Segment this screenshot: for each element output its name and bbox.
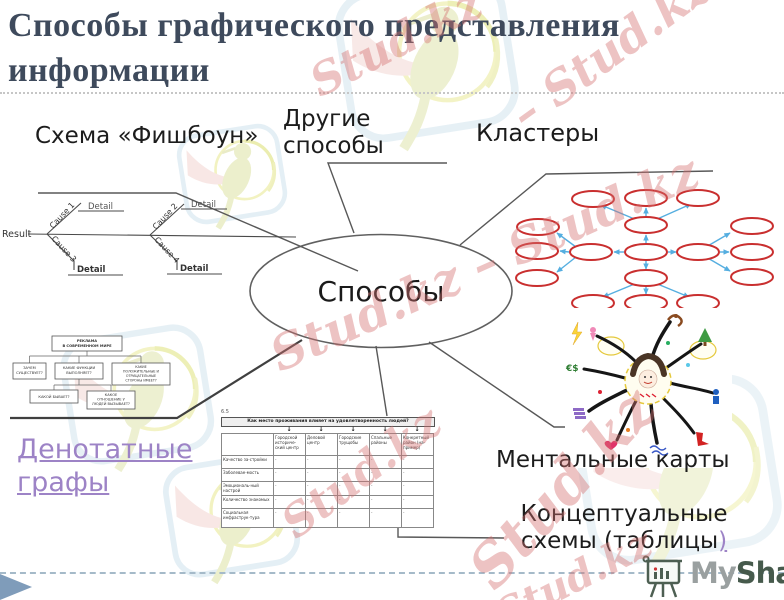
table-col-header: Городской историче-ский центр <box>273 433 306 456</box>
central-ellipse: Способы <box>249 233 513 349</box>
label-fishbone: Схема «Фишбоун» <box>35 123 259 149</box>
fishbone-cause-3: Cause 3 <box>50 234 79 264</box>
connector-other <box>326 162 447 234</box>
footer-divider <box>0 572 784 574</box>
logo-shared: Shared <box>735 556 784 590</box>
table-header-row: Городской историче-ский центр Деловой це… <box>221 433 434 456</box>
connector-clusters <box>459 170 714 246</box>
connector-denotate <box>10 339 303 420</box>
table-row: Количество знакомых----- <box>221 495 434 509</box>
fishbone-cause-4: Cause 4 <box>153 235 182 265</box>
fishbone-detail-1: Detail <box>88 202 113 212</box>
mindmap-hair <box>630 352 667 377</box>
connector-mental <box>428 341 726 428</box>
denotate-graphs-link[interactable]: Денотатные графы <box>17 434 193 498</box>
title-divider <box>0 92 784 94</box>
flowchart-box-4: КАКОЙ БЫВАЕТ? <box>38 394 69 399</box>
slide-title: Способы графического представления инфор… <box>8 3 780 93</box>
table-row: Эмоциональ-ный настрой----- <box>221 481 434 496</box>
clusters-image <box>515 189 774 312</box>
slide-title-line2: информации <box>8 52 210 89</box>
table-row: Качество за-стройки----- <box>221 455 434 469</box>
down-arrow-icon: ↓ <box>382 426 388 433</box>
central-ellipse-label: Способы <box>318 275 445 308</box>
mindmap-face <box>638 369 658 389</box>
logo-my: My <box>690 556 737 590</box>
fishbone-image: Result Detail Detail Detail Detail Cause… <box>2 200 297 276</box>
down-arrow-icon: ↓ <box>350 426 356 433</box>
label-conceptual-schemes: Концептуальные схемы (таблицы) <box>520 501 728 554</box>
corner-triangle <box>0 574 32 600</box>
label-other-ways: Другие способы <box>283 106 384 159</box>
myshared-board-icon <box>642 555 682 598</box>
table-corner-note: 6.5 <box>221 409 229 415</box>
mindmap-currency: €$ <box>565 364 579 374</box>
slide-title-line1: Способы графического представления <box>8 7 620 44</box>
down-arrow-icon: ↓ <box>318 426 324 433</box>
down-arrow-icon: ↓ <box>414 426 420 433</box>
table-col-header: Деловой центр <box>305 433 338 456</box>
mindmap-tree <box>703 342 707 346</box>
mindmap-person <box>713 396 719 404</box>
mind-map-image: €$ <box>565 308 732 468</box>
fishbone-cause-1: Cause 1 <box>48 201 77 231</box>
label-mental-maps: Ментальные карты <box>496 447 730 473</box>
mindmap-boot <box>696 432 709 446</box>
connector-fishbone <box>38 192 359 272</box>
fishbone-result-label: Result <box>2 229 32 240</box>
table-row: Социальная инфраструк-тура----- <box>221 508 434 528</box>
mindmap-stack <box>573 408 586 419</box>
table-col-header: Конкретный район (на-пример) <box>401 433 434 456</box>
table-caption: Как место проживания влияет на удовлетво… <box>221 417 435 427</box>
table-col-header: Городские трущобы <box>337 433 370 456</box>
connector-table <box>375 345 388 417</box>
watermark-text: Stud.kz – Stud.kz <box>262 143 708 384</box>
mindmap-monkey <box>667 314 683 328</box>
mindmap-figure <box>590 333 596 341</box>
fishbone-detail-4: Detail <box>180 264 209 274</box>
down-arrow-icon: ↓ <box>286 426 292 433</box>
fishbone-cause-2: Cause 2 <box>151 202 180 232</box>
table-col-header: Спальные районы <box>369 433 402 456</box>
mindmap-lightning <box>571 321 583 346</box>
fishbone-detail-3: Detail <box>77 265 106 275</box>
concept-table-image: 6.5 Как место проживания влияет на удовл… <box>221 409 435 528</box>
table-row: Заболевае-мость----- <box>221 468 434 482</box>
fishbone-detail-2: Detail <box>191 200 216 210</box>
table-arrows: ↓ ↓ ↓ ↓ ↓ <box>221 427 435 433</box>
myshared-logo[interactable]: MyShared <box>638 550 784 600</box>
label-clusters: Кластеры <box>476 119 600 147</box>
